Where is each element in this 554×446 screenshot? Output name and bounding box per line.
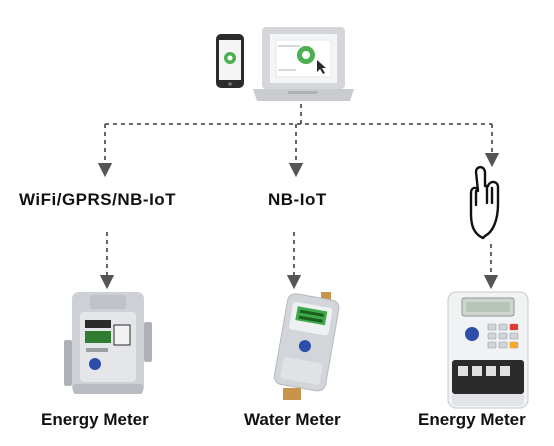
device-label-water-meter: Water Meter <box>244 410 341 429</box>
device-label-energy-meter-2: Energy Meter <box>418 410 526 429</box>
connection-label-nbiot: NB-IoT <box>268 190 327 209</box>
connection-label-wifi-gprs-nbiot: WiFi/GPRS/NB-IoT <box>19 190 177 209</box>
water-meter-icon <box>273 292 340 400</box>
device-label-energy-meter-1: Energy Meter <box>41 410 149 429</box>
laptop-icon <box>253 27 354 101</box>
keypad-energy-meter-icon <box>447 291 529 409</box>
connector-lines <box>97 104 500 290</box>
din-rail-energy-meter-icon <box>64 292 152 394</box>
pointing-hand-icon <box>469 165 500 240</box>
smartphone-icon <box>216 34 244 88</box>
